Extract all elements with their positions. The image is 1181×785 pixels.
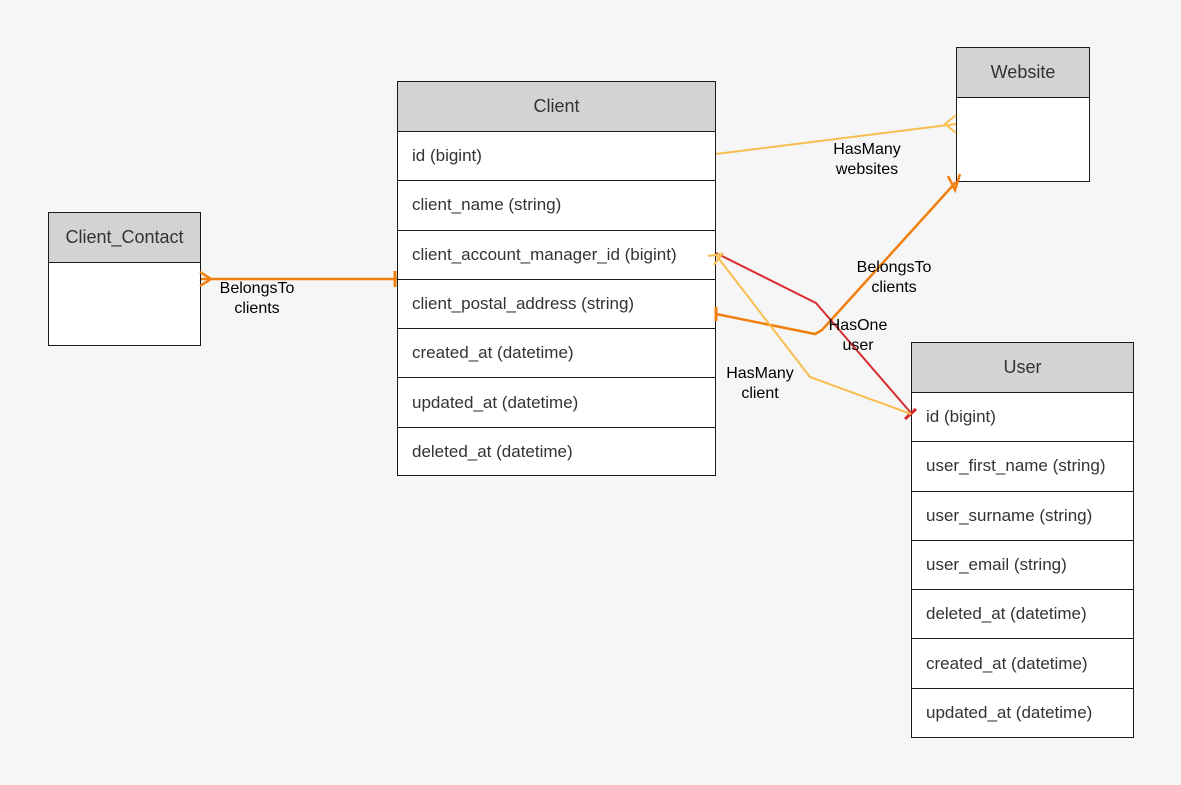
edge-label-hasmany: HasMany xyxy=(726,365,794,382)
user-field-updated-at: updated_at (datetime) xyxy=(926,703,1093,723)
edge-website-belongsto-clients[interactable]: BelongsTo clients xyxy=(714,173,962,336)
edge-client-hasone-user[interactable]: HasOne user xyxy=(715,252,918,421)
entity-client-contact-header: Client_Contact xyxy=(49,213,200,263)
edge-label-hasone: HasOne xyxy=(829,317,888,334)
client-field-account-manager-id: client_account_manager_id (bigint) xyxy=(398,231,715,280)
entity-user[interactable]: User id (bigint) user_first_name (string… xyxy=(911,342,1134,738)
edge-label-clients: clients xyxy=(234,300,279,317)
edge-label-belongsto: BelongsTo xyxy=(857,259,932,276)
edge-label-belongsto: BelongsTo xyxy=(220,280,295,297)
client-field-created-at: created_at (datetime) xyxy=(398,329,715,379)
user-field-email: user_email (string) xyxy=(912,541,1133,591)
client-field-updated-at: updated_at (datetime) xyxy=(398,378,715,428)
edge-label-clients: clients xyxy=(871,279,916,296)
user-field-id: id (bigint) xyxy=(912,393,1133,443)
entity-client[interactable]: Client id (bigint) client_name (string) … xyxy=(397,81,716,476)
edge-client-hasmany-websites[interactable]: HasMany websites xyxy=(715,114,957,178)
client-field-deleted-at: deleted_at (datetime) xyxy=(412,442,573,462)
edge-label-user: user xyxy=(842,337,874,354)
entity-website-header: Website xyxy=(957,48,1089,98)
entity-user-header: User xyxy=(912,343,1133,393)
user-field-first-name: user_first_name (string) xyxy=(912,442,1133,492)
edge-label-client: client xyxy=(741,385,779,402)
crowfoot-arrow-icon xyxy=(199,270,214,288)
user-field-created-at: created_at (datetime) xyxy=(912,639,1133,689)
edge-label-websites: websites xyxy=(835,161,898,178)
entity-website[interactable]: Website xyxy=(956,47,1090,182)
client-field-id: id (bigint) xyxy=(398,132,715,182)
edge-user-hasmany-client[interactable]: HasMany client xyxy=(707,252,912,415)
crowfoot-arrow-icon xyxy=(943,114,957,134)
edge-contact-belongsto-clients[interactable]: BelongsTo clients xyxy=(199,270,397,317)
client-field-client-name: client_name (string) xyxy=(398,181,715,231)
edge-label-hasmany: HasMany xyxy=(833,141,901,158)
entity-client-header: Client xyxy=(398,82,715,132)
user-field-deleted-at: deleted_at (datetime) xyxy=(912,590,1133,640)
user-field-surname: user_surname (string) xyxy=(912,492,1133,541)
entity-client-contact[interactable]: Client_Contact xyxy=(48,212,201,346)
client-field-postal-address: client_postal_address (string) xyxy=(398,280,715,330)
